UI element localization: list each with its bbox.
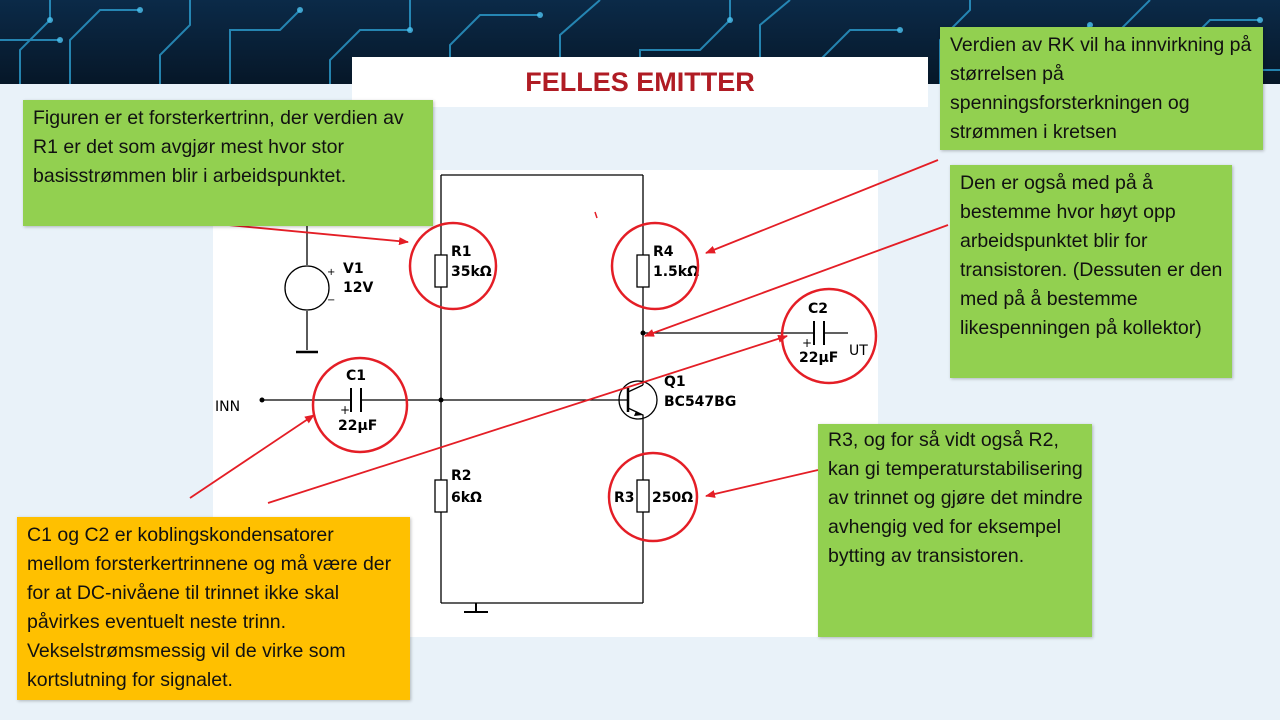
r1-symbol — [434, 254, 448, 288]
v1-symbol: + − — [284, 265, 335, 311]
highlight-c1 — [311, 356, 409, 454]
r4-value: 1.5kΩ — [653, 264, 699, 280]
v1-name: V1 — [343, 261, 364, 277]
note-rk: Verdien av RK vil ha innvirkning på stør… — [940, 27, 1263, 150]
arrow-c2 — [267, 334, 788, 504]
r2-symbol — [434, 479, 448, 513]
r4-symbol — [636, 254, 650, 288]
arrow-c1 — [189, 414, 315, 499]
c2-value: 22µF — [799, 350, 838, 366]
ground-bottom — [464, 603, 488, 613]
svg-text:−: − — [327, 295, 335, 306]
r3-symbol — [636, 479, 650, 513]
svg-text:+: + — [802, 336, 812, 350]
highlight-r3 — [607, 451, 699, 543]
r3-value: 250Ω — [652, 490, 693, 506]
svg-text:+: + — [340, 403, 350, 417]
q1-value: BC547BG — [664, 394, 736, 410]
q1-symbol — [618, 380, 658, 420]
input-label: INN — [215, 399, 240, 415]
arrow-rk — [705, 159, 939, 254]
note-c1c2: C1 og C2 er koblingskondensatorer mellom… — [17, 517, 410, 700]
r1-value: 35kΩ — [451, 264, 492, 280]
node-base — [438, 397, 444, 403]
slide-title: FELLES EMITTER — [525, 67, 755, 97]
node-input — [259, 397, 265, 403]
svg-text:+: + — [327, 267, 335, 278]
c2-symbol — [813, 321, 825, 345]
q1-name: Q1 — [664, 374, 686, 390]
c2-name: C2 — [808, 301, 828, 317]
arrow-r4 — [644, 224, 949, 337]
c1-symbol — [350, 388, 362, 412]
output-label: UT — [849, 343, 868, 359]
node-output — [640, 330, 646, 336]
arrow-r1 — [227, 224, 409, 246]
wire-collector — [627, 384, 644, 393]
highlight-r4 — [610, 221, 700, 311]
note-r4: Den er også med på å bestemme hvor høyt … — [950, 165, 1232, 378]
highlight-r1 — [408, 221, 498, 311]
r2-name: R2 — [451, 468, 472, 484]
v1-value: 12V — [343, 280, 373, 296]
title-box: FELLES EMITTER — [352, 57, 928, 107]
r2-value: 6kΩ — [451, 490, 482, 506]
r3-name: R3 — [614, 490, 635, 506]
stray-mark — [594, 211, 598, 219]
note-r3: R3, og for så vidt også R2, kan gi tempe… — [818, 424, 1092, 637]
c1-value: 22µF — [338, 418, 377, 434]
highlight-c2 — [780, 287, 878, 385]
note-r1: Figuren er et forsterkertrinn, der verdi… — [23, 100, 433, 226]
arrow-r3 — [705, 469, 819, 498]
c1-name: C1 — [346, 368, 366, 384]
r4-name: R4 — [653, 244, 674, 260]
r1-name: R1 — [451, 244, 472, 260]
